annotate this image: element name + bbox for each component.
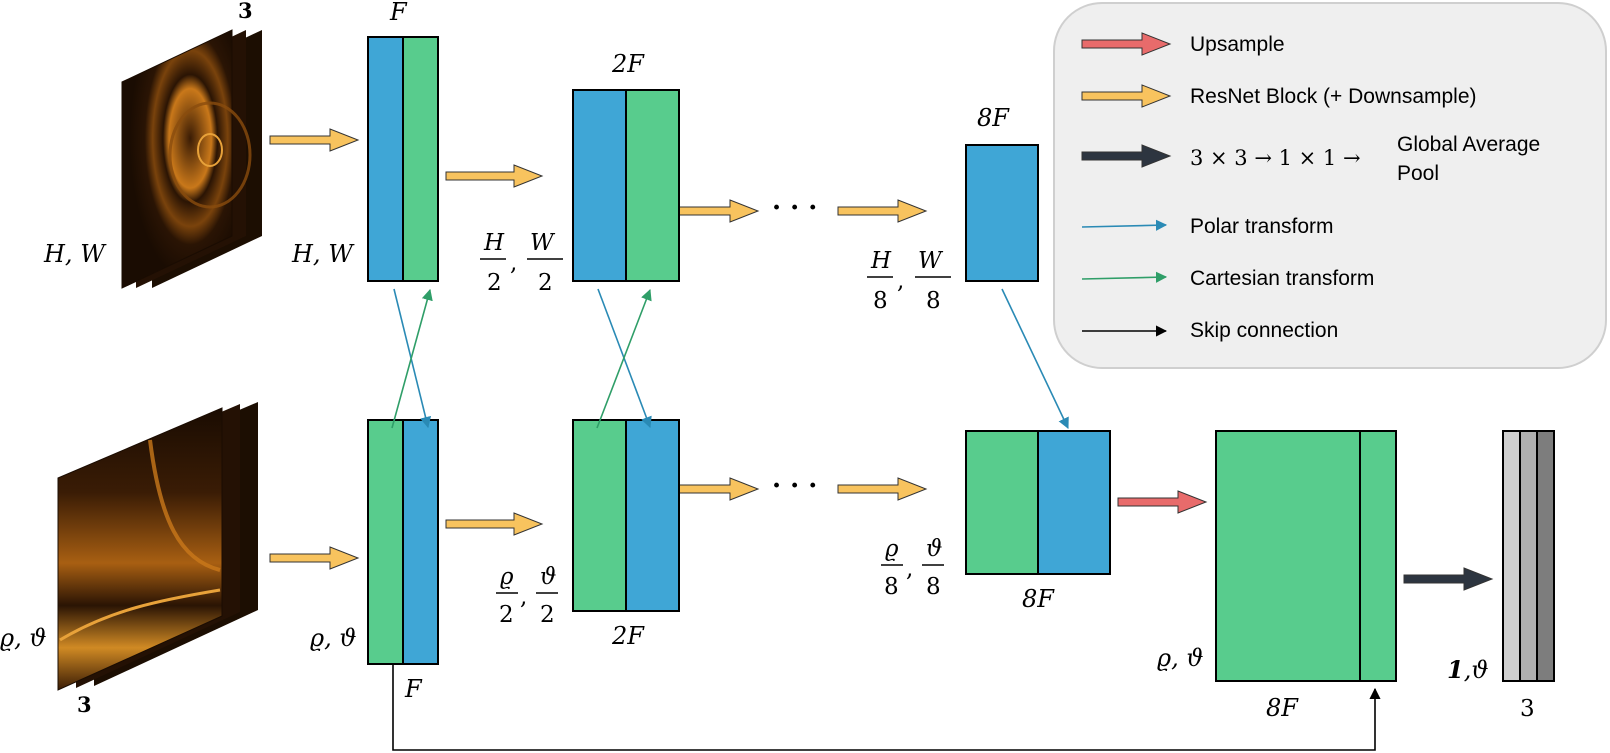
fraction-H-8-W-8: H 8 , W 8 (867, 248, 951, 314)
feature-map-F-top-blue (367, 36, 404, 282)
frac-den-2b: 2 (538, 270, 553, 296)
frac-num-rho8: ϱ (885, 536, 899, 562)
vessel-lumen-ring (197, 133, 223, 167)
resnet-arrow-bottom-3 (669, 477, 760, 501)
label-8F-bottom: 8F (1022, 585, 1055, 613)
label-2F-bottom: 2F (611, 622, 645, 650)
input-bottom-channels: 3 (77, 692, 92, 717)
legend-upsample-label: Upsample (1190, 33, 1285, 56)
decoder-feature-map-skip (1359, 430, 1397, 682)
frac-comma-4: , (906, 556, 913, 582)
resnet-arrow-bottom-4 (837, 477, 928, 501)
label-F-bottom: F (404, 675, 423, 703)
label-2F-top: 2F (611, 50, 645, 78)
polar-transform-3 (1001, 288, 1069, 430)
feature-map-2F-bottom-blue (625, 419, 680, 612)
label-F-top: F (389, 0, 408, 26)
label-output-size: 1,ϑ (1447, 655, 1489, 684)
input-bottom-size: ϱ, ϑ (0, 624, 47, 652)
decoder-feature-map-main (1215, 430, 1361, 682)
feature-map-8F-bottom-blue (1037, 430, 1111, 575)
feature-map-2F-bottom-green (572, 419, 627, 612)
output-channel-3 (1536, 430, 1555, 682)
resnet-arrow-bottom-2 (445, 512, 544, 536)
fraction-rho-2-theta-2: ϱ 2 , ϑ 2 (496, 564, 558, 628)
resnet-arrow-top-2 (445, 164, 544, 188)
cartesian-transform-2 (596, 288, 652, 429)
label-decoder-size: ϱ, ϑ (1157, 644, 1204, 672)
legend: Upsample ResNet Block (+ Downsample) 3 ×… (1053, 2, 1607, 369)
legend-background (1053, 2, 1607, 369)
cartesian-transform-1 (391, 288, 433, 429)
input-top-size: H, W (43, 240, 107, 268)
legend-gap-line1: Global Average (1397, 133, 1540, 156)
upsample-arrow-icon (1081, 32, 1172, 56)
resnet-arrow-top-4 (837, 199, 928, 223)
frac-den-2d: 2 (540, 602, 555, 628)
frac-num-theta: ϑ (540, 564, 556, 590)
resnet-arrow-bottom-1 (269, 546, 360, 570)
legend-polar-label: Polar transform (1190, 215, 1334, 238)
frac-num-W8: W (918, 248, 944, 274)
label-F-bottom-size: ϱ, ϑ (310, 624, 357, 652)
frac-den-8d: 8 (926, 574, 941, 600)
feature-map-F-top-green (402, 36, 439, 282)
feature-map-F-bottom-blue (402, 419, 439, 665)
upsample-arrow (1117, 490, 1208, 514)
frac-comma-2: , (520, 584, 527, 610)
frac-num-H8: H (870, 248, 892, 274)
feature-map-2F-top-blue (572, 89, 627, 282)
frac-den-2a: 2 (487, 270, 502, 296)
gap-arrow-icon (1081, 144, 1172, 168)
ellipsis-top: · · · (772, 193, 817, 223)
legend-skip-label: Skip connection (1190, 319, 1338, 342)
output-channel-1 (1502, 430, 1521, 682)
label-8F-decoder: 8F (1266, 694, 1299, 722)
frac-den-2c: 2 (499, 602, 514, 628)
feature-map-2F-top-green (625, 89, 680, 282)
output-size-bold: 1 (1447, 655, 1464, 684)
input-top-channels: 3 (238, 0, 253, 23)
output-size-rest: ,ϑ (1464, 656, 1489, 684)
frac-comma-1: , (510, 250, 517, 276)
feature-map-8F-bottom-green (965, 430, 1039, 575)
frac-den-8b: 8 (926, 288, 941, 314)
polar-line-icon (1081, 219, 1168, 231)
resnet-arrow-top-3 (669, 199, 760, 223)
fraction-H-2-W-2: H 2 , W 2 (480, 230, 563, 296)
label-output-channels: 3 (1520, 696, 1535, 722)
frac-den-8a: 8 (873, 288, 888, 314)
cartesian-line-icon (1081, 271, 1168, 283)
gap-arrow (1403, 567, 1494, 591)
input-image-cartesian (121, 29, 262, 289)
frac-comma-3: , (897, 268, 904, 294)
ellipsis-bottom: · · · (772, 471, 817, 501)
legend-gap-line2: Pool (1397, 162, 1439, 185)
resnet-arrow-icon (1081, 84, 1172, 108)
label-8F-top: 8F (977, 104, 1010, 132)
legend-conv-math: 3 × 3 → 1 × 1 → (1190, 146, 1361, 170)
feature-map-8F-top-blue (965, 144, 1039, 282)
label-F-top-size: H, W (291, 240, 355, 268)
skip-connection (392, 664, 1381, 751)
resnet-arrow-top-1 (269, 128, 360, 152)
output-channel-2 (1519, 430, 1538, 682)
feature-map-F-bottom-green (367, 419, 404, 665)
frac-num-rho: ϱ (500, 564, 514, 590)
input-image-polar (57, 402, 258, 691)
legend-cartesian-label: Cartesian transform (1190, 267, 1374, 290)
frac-num-H: H (483, 230, 505, 256)
fraction-rho-8-theta-8: ϱ 8 , ϑ 8 (881, 536, 944, 600)
frac-num-theta8: ϑ (926, 536, 942, 562)
frac-den-8c: 8 (884, 574, 899, 600)
legend-resnet-label: ResNet Block (+ Downsample) (1190, 85, 1477, 108)
frac-num-W: W (530, 230, 556, 256)
